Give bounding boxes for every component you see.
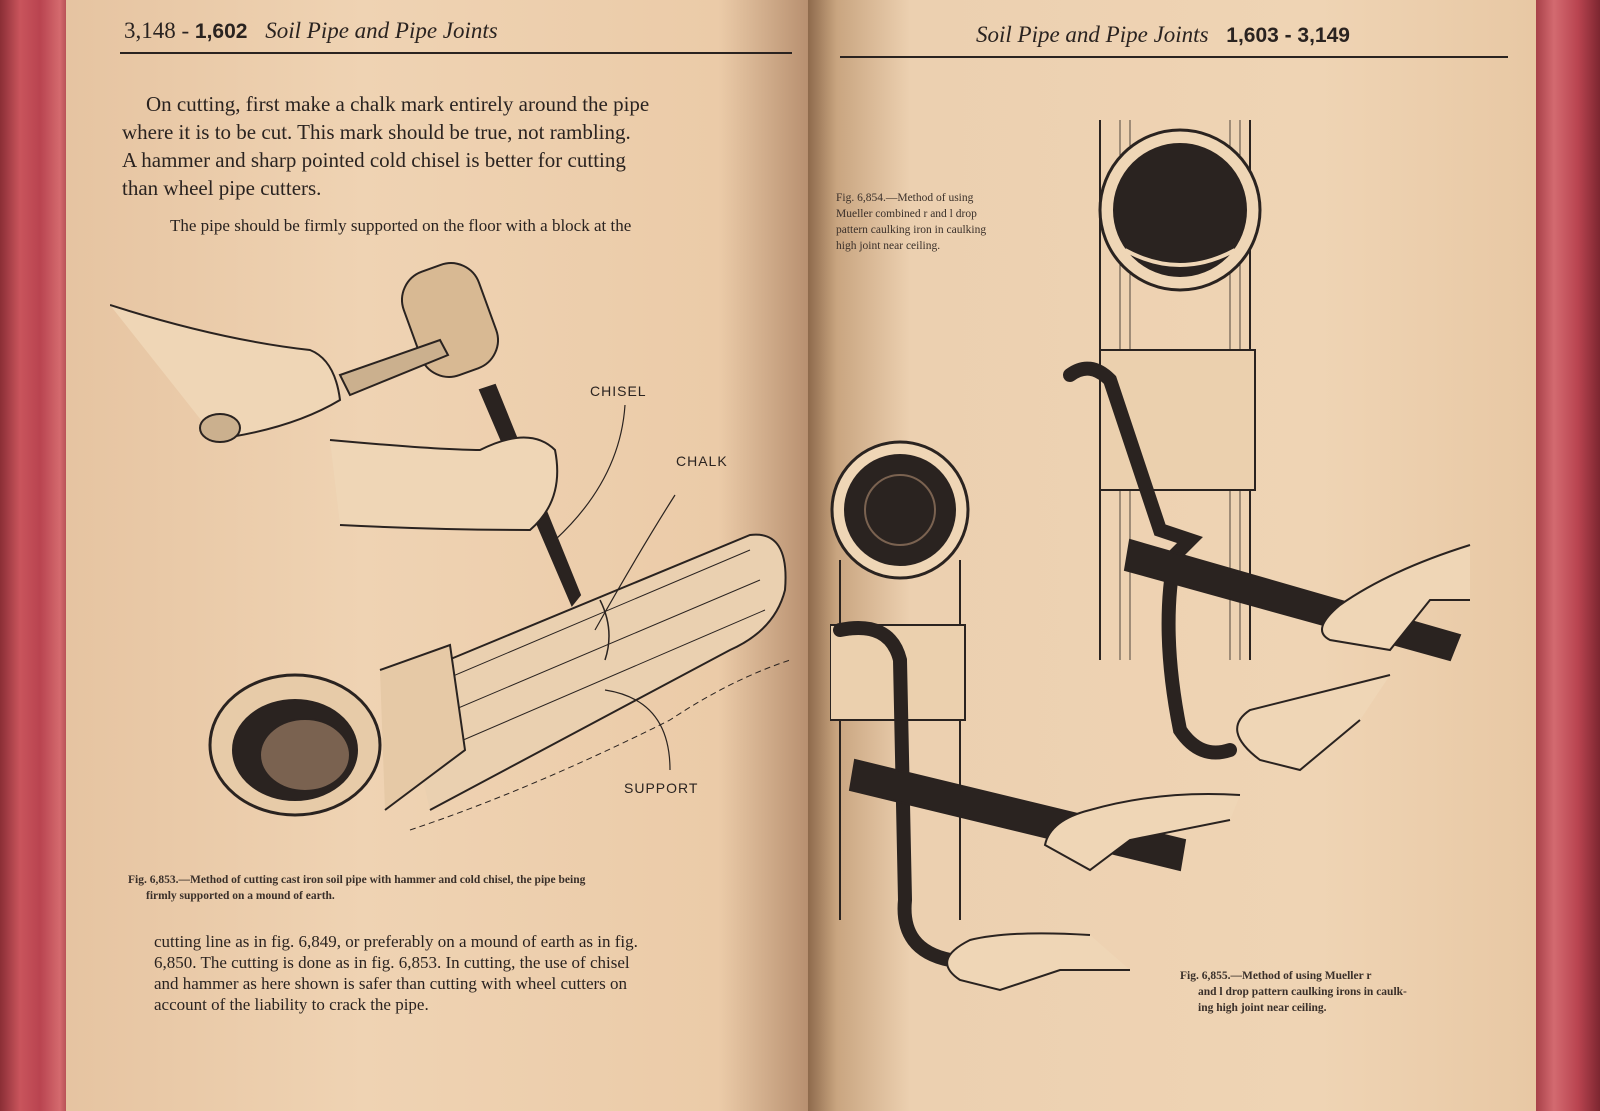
figure-caption: firmly supported on a mound of earth. [146,890,335,902]
paragraph-line: cutting line as in fig. 6,849, or prefer… [154,932,638,951]
caption-line: and l drop pattern caulking irons in cau… [1198,986,1407,998]
book-edge-right [1534,0,1600,1111]
paragraph-line: account of the liability to crack the pi… [154,995,429,1014]
running-title: Soil Pipe and Pipe Joints [265,18,498,43]
caption-line: high joint near ceiling. [836,240,941,252]
paragraph-line: where it is to be cut. This mark should … [122,120,631,144]
running-title: Soil Pipe and Pipe Joints [976,22,1209,47]
caption-line: pattern caulking iron in caulking [836,224,987,236]
paragraph-line: than wheel pipe cutters. [122,176,322,200]
figure-caption: Fig. 6,854.—Method of using Mueller comb… [836,190,986,254]
header-rule [840,56,1508,58]
figure-caption: Fig. 6,853.—Method of cutting cast iron … [128,874,586,886]
page-number-bold: 1,603 [1226,24,1279,47]
paragraph-line: and hammer as here shown is safer than c… [154,974,628,993]
left-page [66,0,808,1111]
page-number: 3,148 - [124,18,190,43]
label-chisel: CHISEL [590,383,647,399]
caption-line: Fig. 6,854.—Method of using [836,192,974,204]
figure-caption: Fig. 6,855.—Method of using Mueller r an… [1180,968,1407,1016]
label-chalk: CHALK [676,453,728,469]
paragraph-line: The pipe should be firmly supported on t… [170,216,632,235]
paragraph-line: 6,850. The cutting is done as in fig. 6,… [154,953,630,972]
paragraph-line: A hammer and sharp pointed cold chisel i… [122,148,626,172]
header-rule [120,52,792,54]
illustration-pipe-cutting [110,262,791,831]
caption-line: Fig. 6,855.—Method of using Mueller r [1180,970,1372,982]
left-page-header: 3,148 - 1,602 Soil Pipe and Pipe Joints [124,18,510,44]
illustration-caulking [830,120,1471,992]
caption-line: Mueller combined r and l drop [836,208,977,220]
label-support: SUPPORT [624,780,699,796]
paragraph-line: On cutting, first make a chalk mark enti… [146,92,650,116]
caption-line: ing high joint near ceiling. [1198,1002,1327,1014]
book-edge-left [0,0,72,1111]
page-number: - 3,149 [1284,24,1350,47]
right-page-header: Soil Pipe and Pipe Joints 1,603 - 3,149 [976,22,1350,48]
page-number-bold: 1,602 [194,20,248,43]
